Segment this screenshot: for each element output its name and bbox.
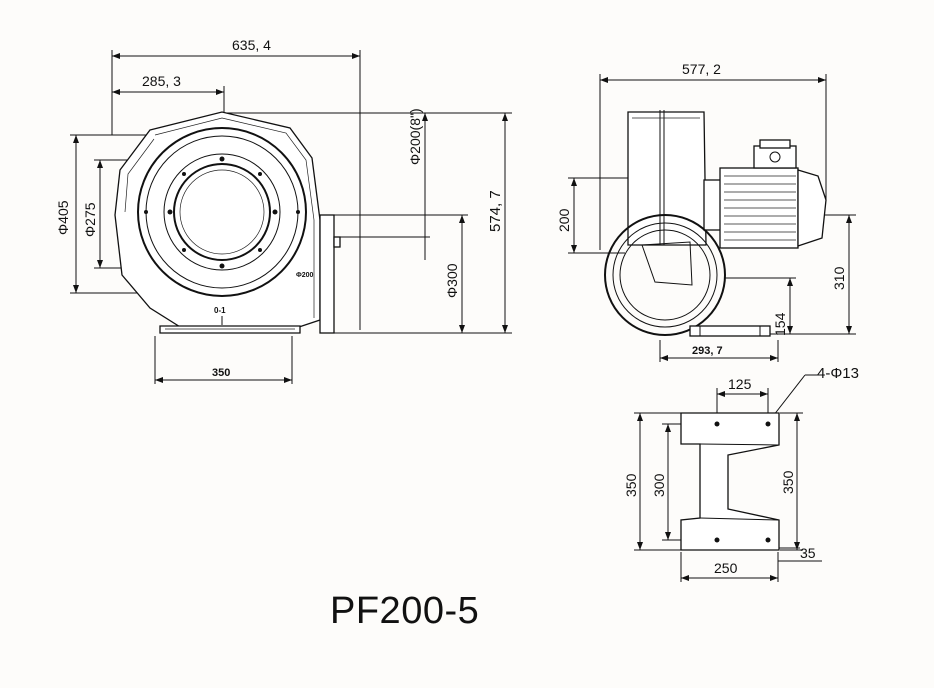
outlet-height-label: 200 xyxy=(556,208,572,232)
inlet-diameter-label: Φ200(8") xyxy=(407,108,423,165)
hole-spacing-y-label: 300 xyxy=(651,473,667,497)
front-view: 635, 4 285, 3 Φ405 Φ275 574, 7 Φ200(8") xyxy=(55,37,512,384)
motor-tag-label: 0-1 xyxy=(214,306,226,315)
nameplate-label: Φ200 xyxy=(296,272,314,279)
overall-width-label: 635, 4 xyxy=(232,37,271,53)
base-offset-label: 293, 7 xyxy=(692,345,723,357)
model-title: PF200-5 xyxy=(330,590,480,632)
base-plan: 4-Φ13 125 350 300 350 250 xyxy=(623,365,859,582)
base-width-plan-label: 250 xyxy=(714,560,738,576)
outlet-size-label: Φ300 xyxy=(444,263,460,298)
base-width-label: 350 xyxy=(212,367,230,379)
side-view: 577, 2 200 310 154 293, 7 xyxy=(556,61,856,362)
hole-spacing-x-label: 125 xyxy=(728,376,752,392)
outlet-center-height-label: 154 xyxy=(772,312,788,336)
height-label: 574, 7 xyxy=(487,190,504,232)
base-depth-right-label: 350 xyxy=(780,470,796,494)
overall-length-label: 577, 2 xyxy=(682,61,721,77)
ring-diameter-label: Φ275 xyxy=(82,202,98,237)
hole-spec-label: 4-Φ13 xyxy=(817,365,859,382)
body-diameter-label: Φ405 xyxy=(55,200,71,235)
center-offset-label: 285, 3 xyxy=(142,73,181,89)
base-depth-outer-label: 350 xyxy=(623,473,639,497)
edge-offset-label: 35 xyxy=(800,545,816,561)
shaft-height-label: 310 xyxy=(831,266,847,290)
